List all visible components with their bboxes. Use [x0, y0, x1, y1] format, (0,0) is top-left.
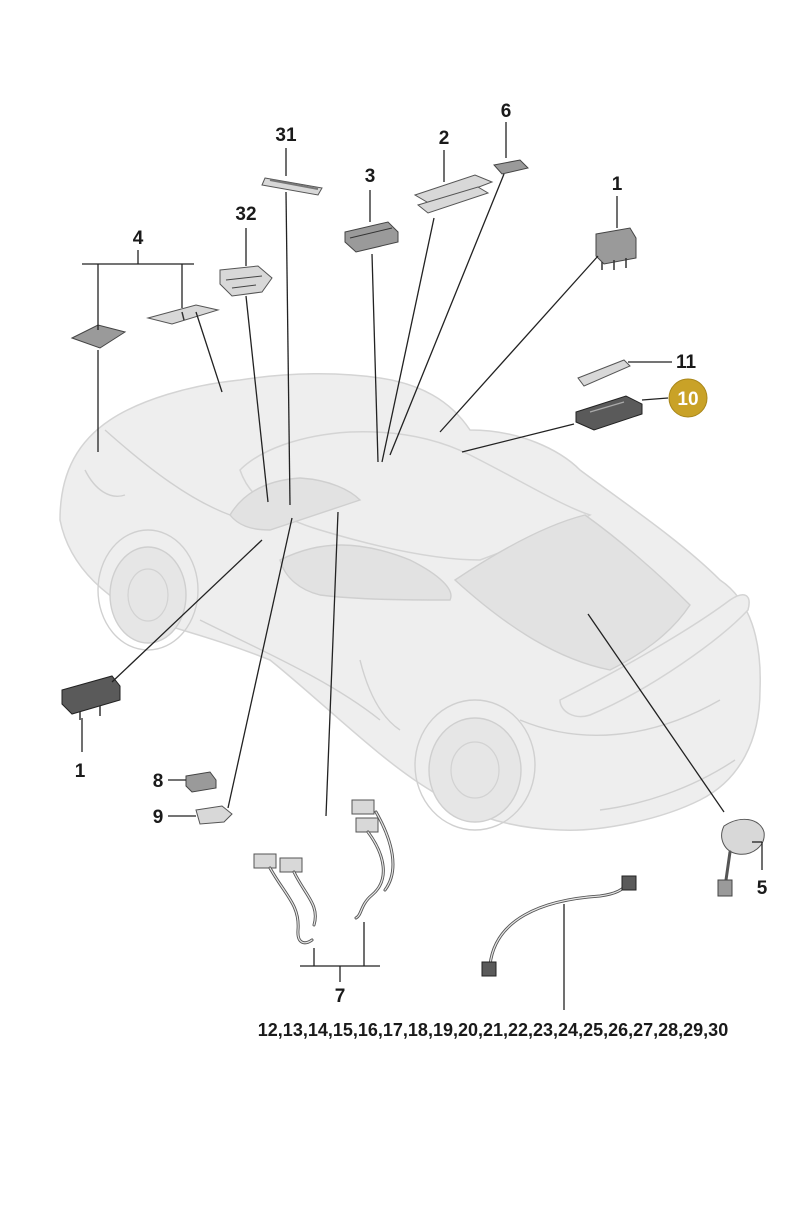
label-8: 8 — [153, 771, 164, 792]
front-wheel — [109, 546, 187, 644]
diffuser — [599, 759, 736, 811]
door-line — [199, 619, 381, 721]
label-4: 4 — [133, 228, 144, 249]
label-1-top: 1 — [612, 174, 623, 195]
part-5-sensor — [717, 818, 765, 897]
label-32: 32 — [235, 204, 256, 225]
tail-line — [519, 699, 721, 736]
front-wheel-hub — [127, 568, 169, 622]
part-10-module — [575, 395, 643, 431]
label-11: 11 — [676, 352, 697, 373]
headlight — [84, 469, 126, 497]
label-9: 9 — [153, 807, 164, 828]
front-wheel-arch — [97, 529, 199, 651]
side-intake — [359, 659, 401, 731]
side-window — [279, 544, 452, 601]
antenna-plug-b — [621, 875, 637, 891]
car-roof — [239, 430, 592, 561]
part-4-pads — [70, 304, 220, 349]
label-3: 3 — [365, 166, 376, 187]
label-2: 2 — [439, 128, 450, 149]
part-11-strip — [577, 359, 631, 387]
windshield — [229, 477, 362, 531]
label-12-30: 12,13,14,15,16,17,18,19,20,21,22,23,24,2… — [258, 1020, 728, 1040]
antenna-plug-a — [481, 961, 497, 977]
label-5: 5 — [757, 878, 768, 899]
part-31-strip — [261, 177, 323, 196]
part-1-control-unit-left — [61, 675, 121, 720]
car-illustration — [59, 373, 761, 831]
rear-wheel-hub — [450, 741, 500, 799]
part-32-bracket — [219, 265, 273, 297]
antenna-cable — [481, 875, 637, 977]
hood-line — [104, 429, 231, 516]
part-2-plate — [413, 174, 494, 214]
label-10-highlight: 10 — [668, 378, 708, 418]
part-6-module — [493, 159, 529, 175]
rear-wheel — [428, 717, 522, 823]
rear-wing — [559, 594, 750, 718]
rear-window — [453, 514, 691, 671]
label-6: 6 — [501, 101, 512, 122]
part-8-unit — [185, 771, 217, 793]
part-9-sensor — [195, 805, 233, 825]
label-1-left: 1 — [75, 761, 86, 782]
label-7: 7 — [335, 986, 346, 1007]
part-3-control-unit — [344, 221, 399, 253]
leader-lines — [81, 122, 763, 1010]
part-5-plug — [717, 879, 733, 897]
label-10: 10 — [677, 389, 698, 410]
harness-left — [253, 853, 317, 945]
harness-right — [351, 799, 395, 920]
label-31: 31 — [275, 125, 297, 146]
rear-wheel-arch — [414, 699, 536, 831]
part-1-control-unit-top — [595, 227, 637, 270]
highlight-badge — [668, 378, 708, 418]
